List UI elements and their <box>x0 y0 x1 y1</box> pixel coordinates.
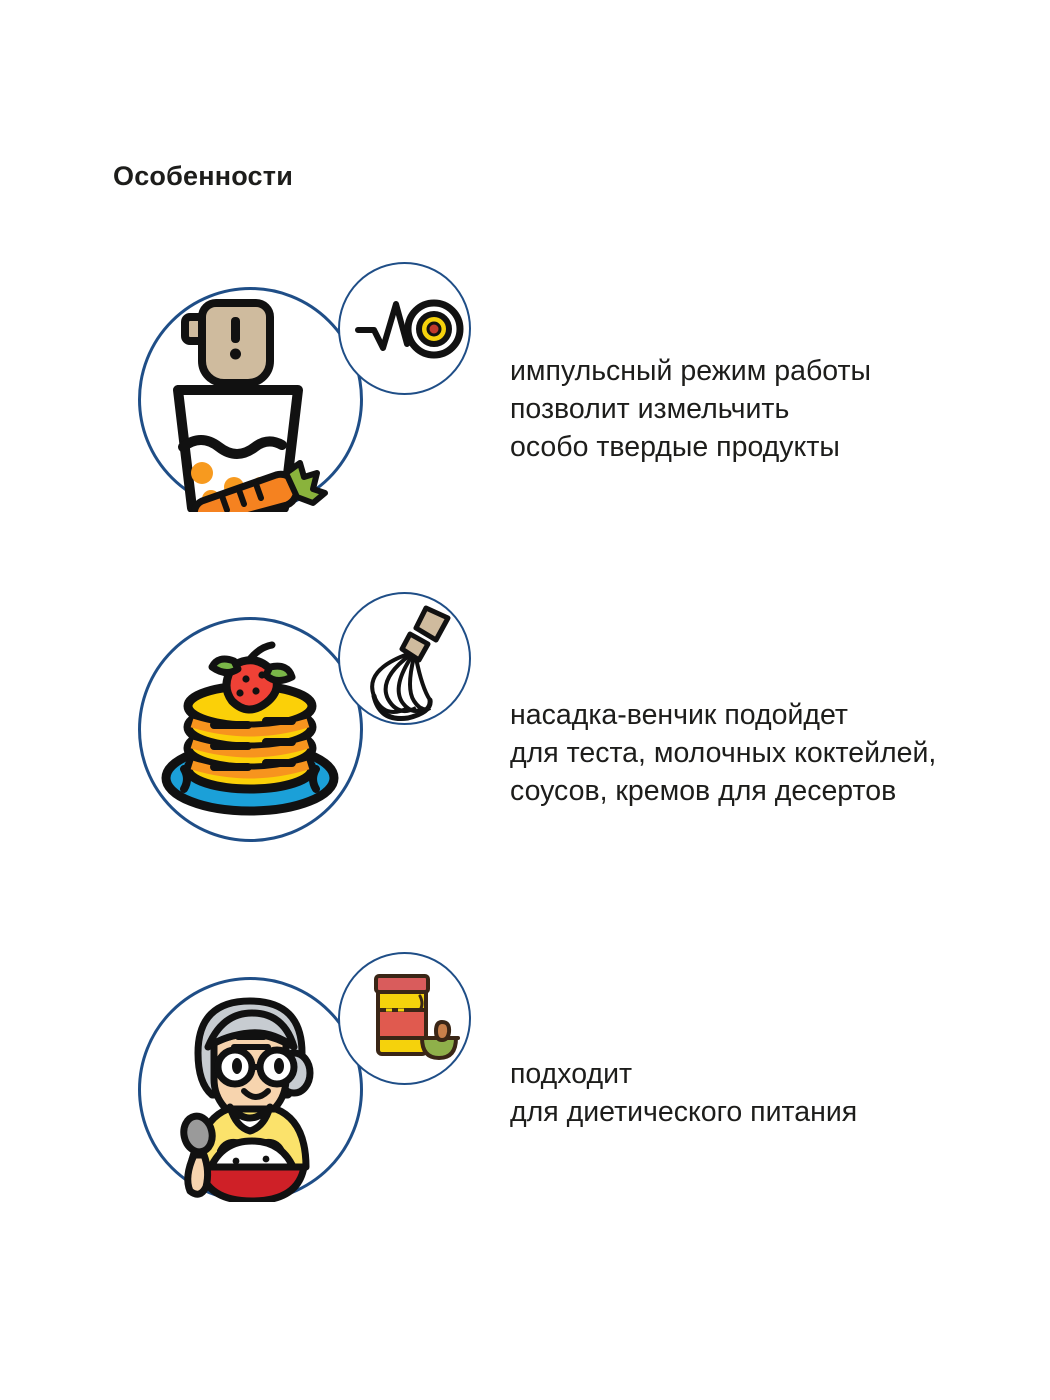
feature-main-circle <box>138 977 363 1202</box>
feature-text: импульсный режим работы позволит измельч… <box>510 352 871 466</box>
feature-badge-circle <box>338 952 471 1085</box>
feature-text: подходит для диетического питания <box>510 1055 857 1131</box>
feature-text-line: позволит измельчить <box>510 393 790 425</box>
feature-text-line: подходит <box>510 1058 633 1090</box>
feature-text-line: для диетического питания <box>510 1096 858 1128</box>
feature-main-circle <box>138 617 363 842</box>
feature-badge-circle <box>338 262 471 395</box>
feature-text-line: особо твердые продукты <box>510 431 840 463</box>
feature-text-line: соусов, кремов для десертов <box>510 775 897 807</box>
feature-icon-cluster <box>138 592 488 872</box>
feature-text: насадка-венчик подойдет для теста, молоч… <box>510 696 936 810</box>
feature-text-line: насадка-венчик подойдет <box>510 699 848 731</box>
feature-text-line: для теста, молочных коктейлей, <box>510 737 937 769</box>
feature-text-line: импульсный режим работы <box>510 355 872 387</box>
page-title: Особенности <box>113 161 293 191</box>
feature-badge-circle <box>338 592 471 725</box>
feature-icon-cluster <box>138 952 488 1232</box>
feature-icon-cluster <box>138 262 488 542</box>
feature-main-circle <box>138 287 363 512</box>
